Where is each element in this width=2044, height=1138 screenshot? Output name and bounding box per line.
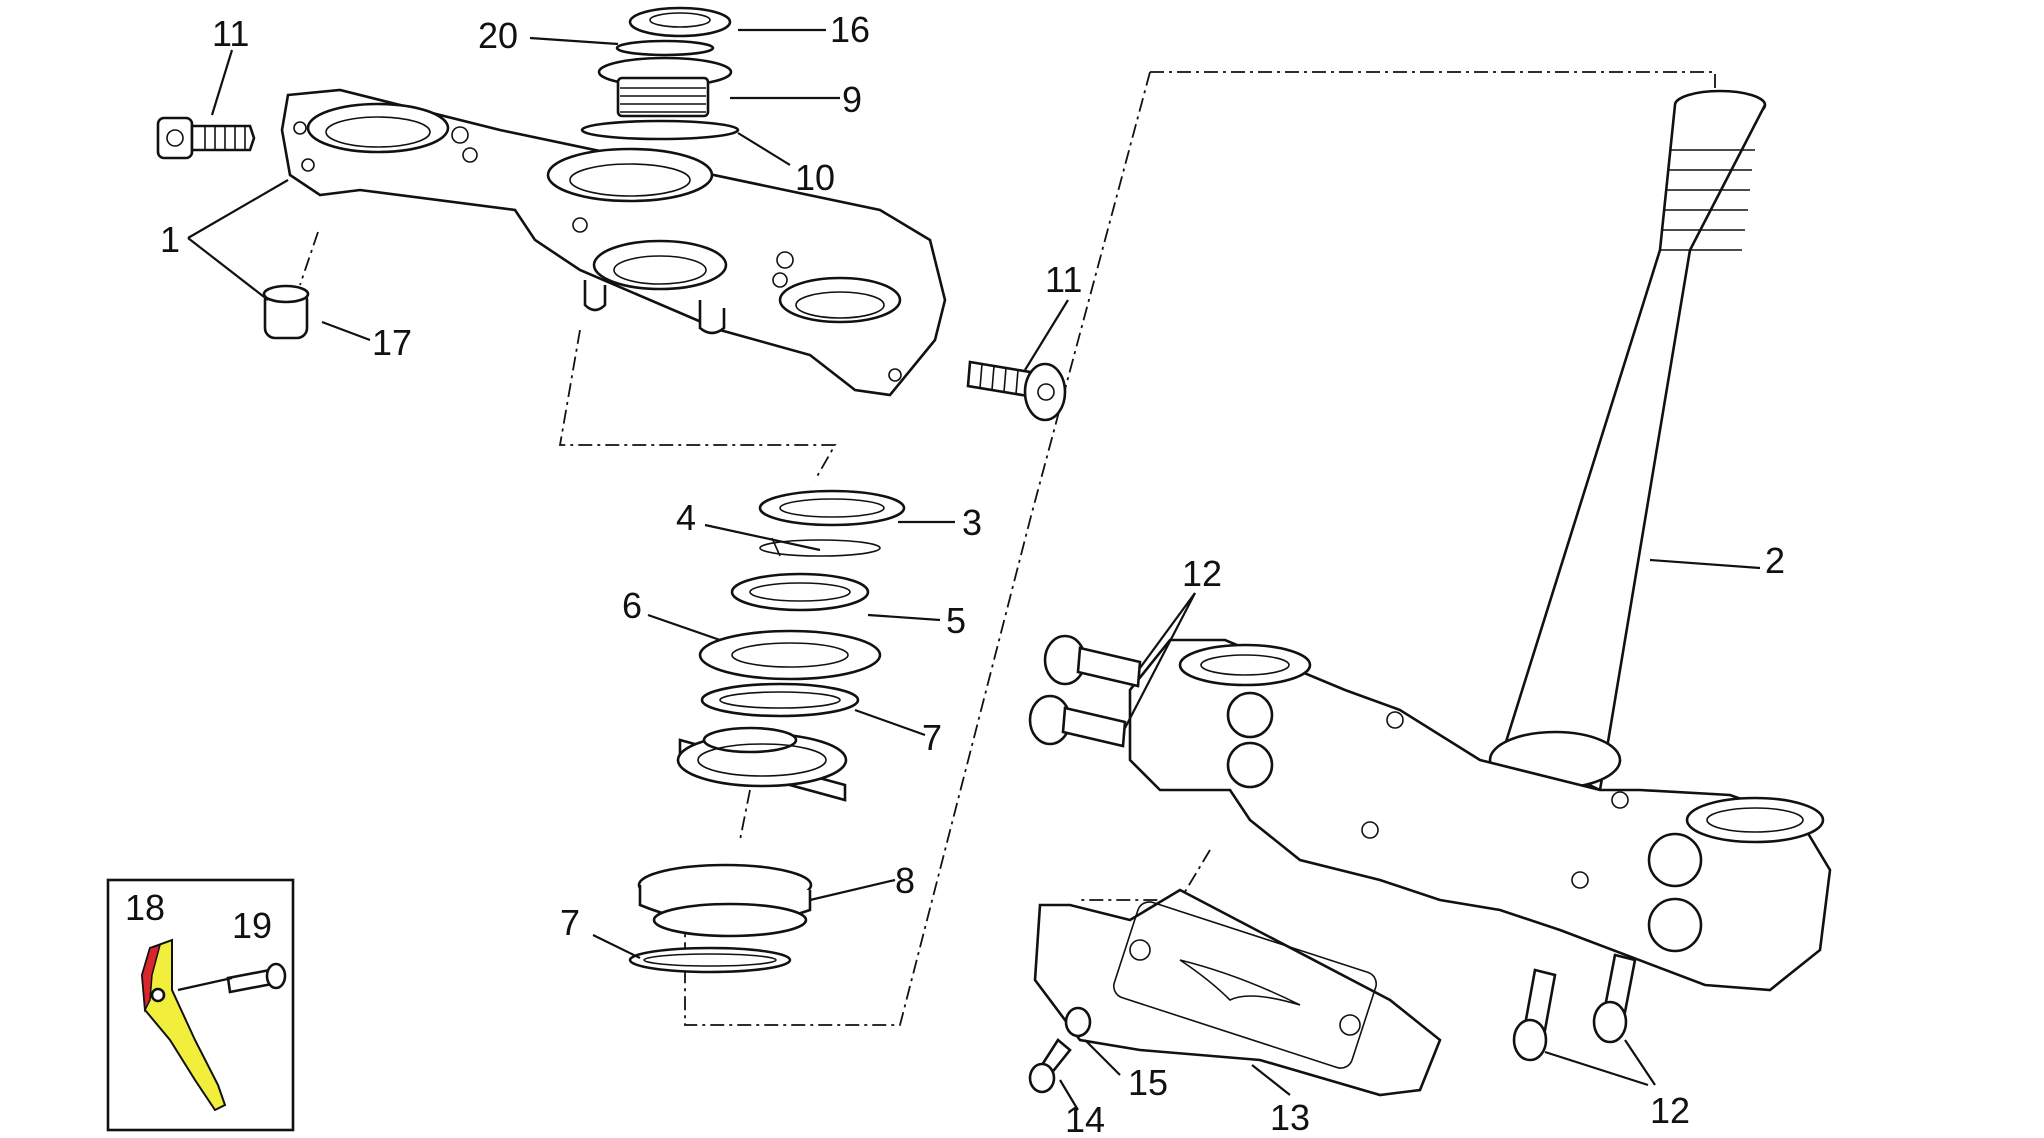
callout-9: 9 bbox=[842, 79, 862, 120]
callout-13: 13 bbox=[1270, 1097, 1310, 1133]
callout-1: 1 bbox=[160, 219, 180, 260]
callout-6: 6 bbox=[622, 585, 642, 626]
top-nut-stack bbox=[580, 6, 740, 141]
bolts-12-upper bbox=[1028, 634, 1142, 748]
callout-5: 5 bbox=[946, 600, 966, 641]
steering-stem-lower-clamp bbox=[1128, 89, 1832, 992]
bolt-11-right bbox=[966, 360, 1067, 422]
bushing-17 bbox=[262, 284, 310, 340]
callout-7-lower: 7 bbox=[560, 902, 580, 943]
callout-11-left: 11 bbox=[212, 13, 249, 54]
clamp-cover-13 bbox=[1033, 888, 1442, 1097]
callout-2: 2 bbox=[1765, 540, 1785, 581]
highlighted-part-18-edge bbox=[141, 943, 162, 1013]
callout-12-lower: 12 bbox=[1650, 1090, 1690, 1131]
bearing-stack bbox=[628, 489, 906, 974]
callout-14: 14 bbox=[1065, 1099, 1105, 1133]
callout-4: 4 bbox=[676, 497, 696, 538]
leader-lines bbox=[177, 28, 1761, 1111]
upper-triple-clamp bbox=[280, 88, 947, 397]
bolts-12-lower bbox=[1512, 953, 1637, 1062]
bolt-11-left bbox=[156, 116, 256, 160]
callout-12-upper: 12 bbox=[1182, 553, 1222, 594]
callout-17: 17 bbox=[372, 322, 412, 363]
callout-20: 20 bbox=[478, 15, 518, 56]
callout-19: 19 bbox=[232, 905, 272, 946]
callout-10: 10 bbox=[795, 157, 835, 198]
inset-box bbox=[106, 878, 295, 1132]
callout-7-upper: 7 bbox=[922, 717, 942, 758]
callout-labels: 11 1 17 20 16 9 10 11 4 3 6 5 7 8 7 2 12… bbox=[125, 9, 1785, 1138]
callout-15: 15 bbox=[1128, 1062, 1168, 1103]
highlighted-part-18 bbox=[140, 938, 227, 1112]
callout-3: 3 bbox=[962, 502, 982, 543]
callout-18: 18 bbox=[125, 887, 165, 928]
screws-14-15 bbox=[1028, 1006, 1092, 1094]
callout-16: 16 bbox=[830, 9, 870, 50]
callout-8: 8 bbox=[895, 860, 915, 901]
callout-11-right: 11 bbox=[1045, 259, 1082, 300]
